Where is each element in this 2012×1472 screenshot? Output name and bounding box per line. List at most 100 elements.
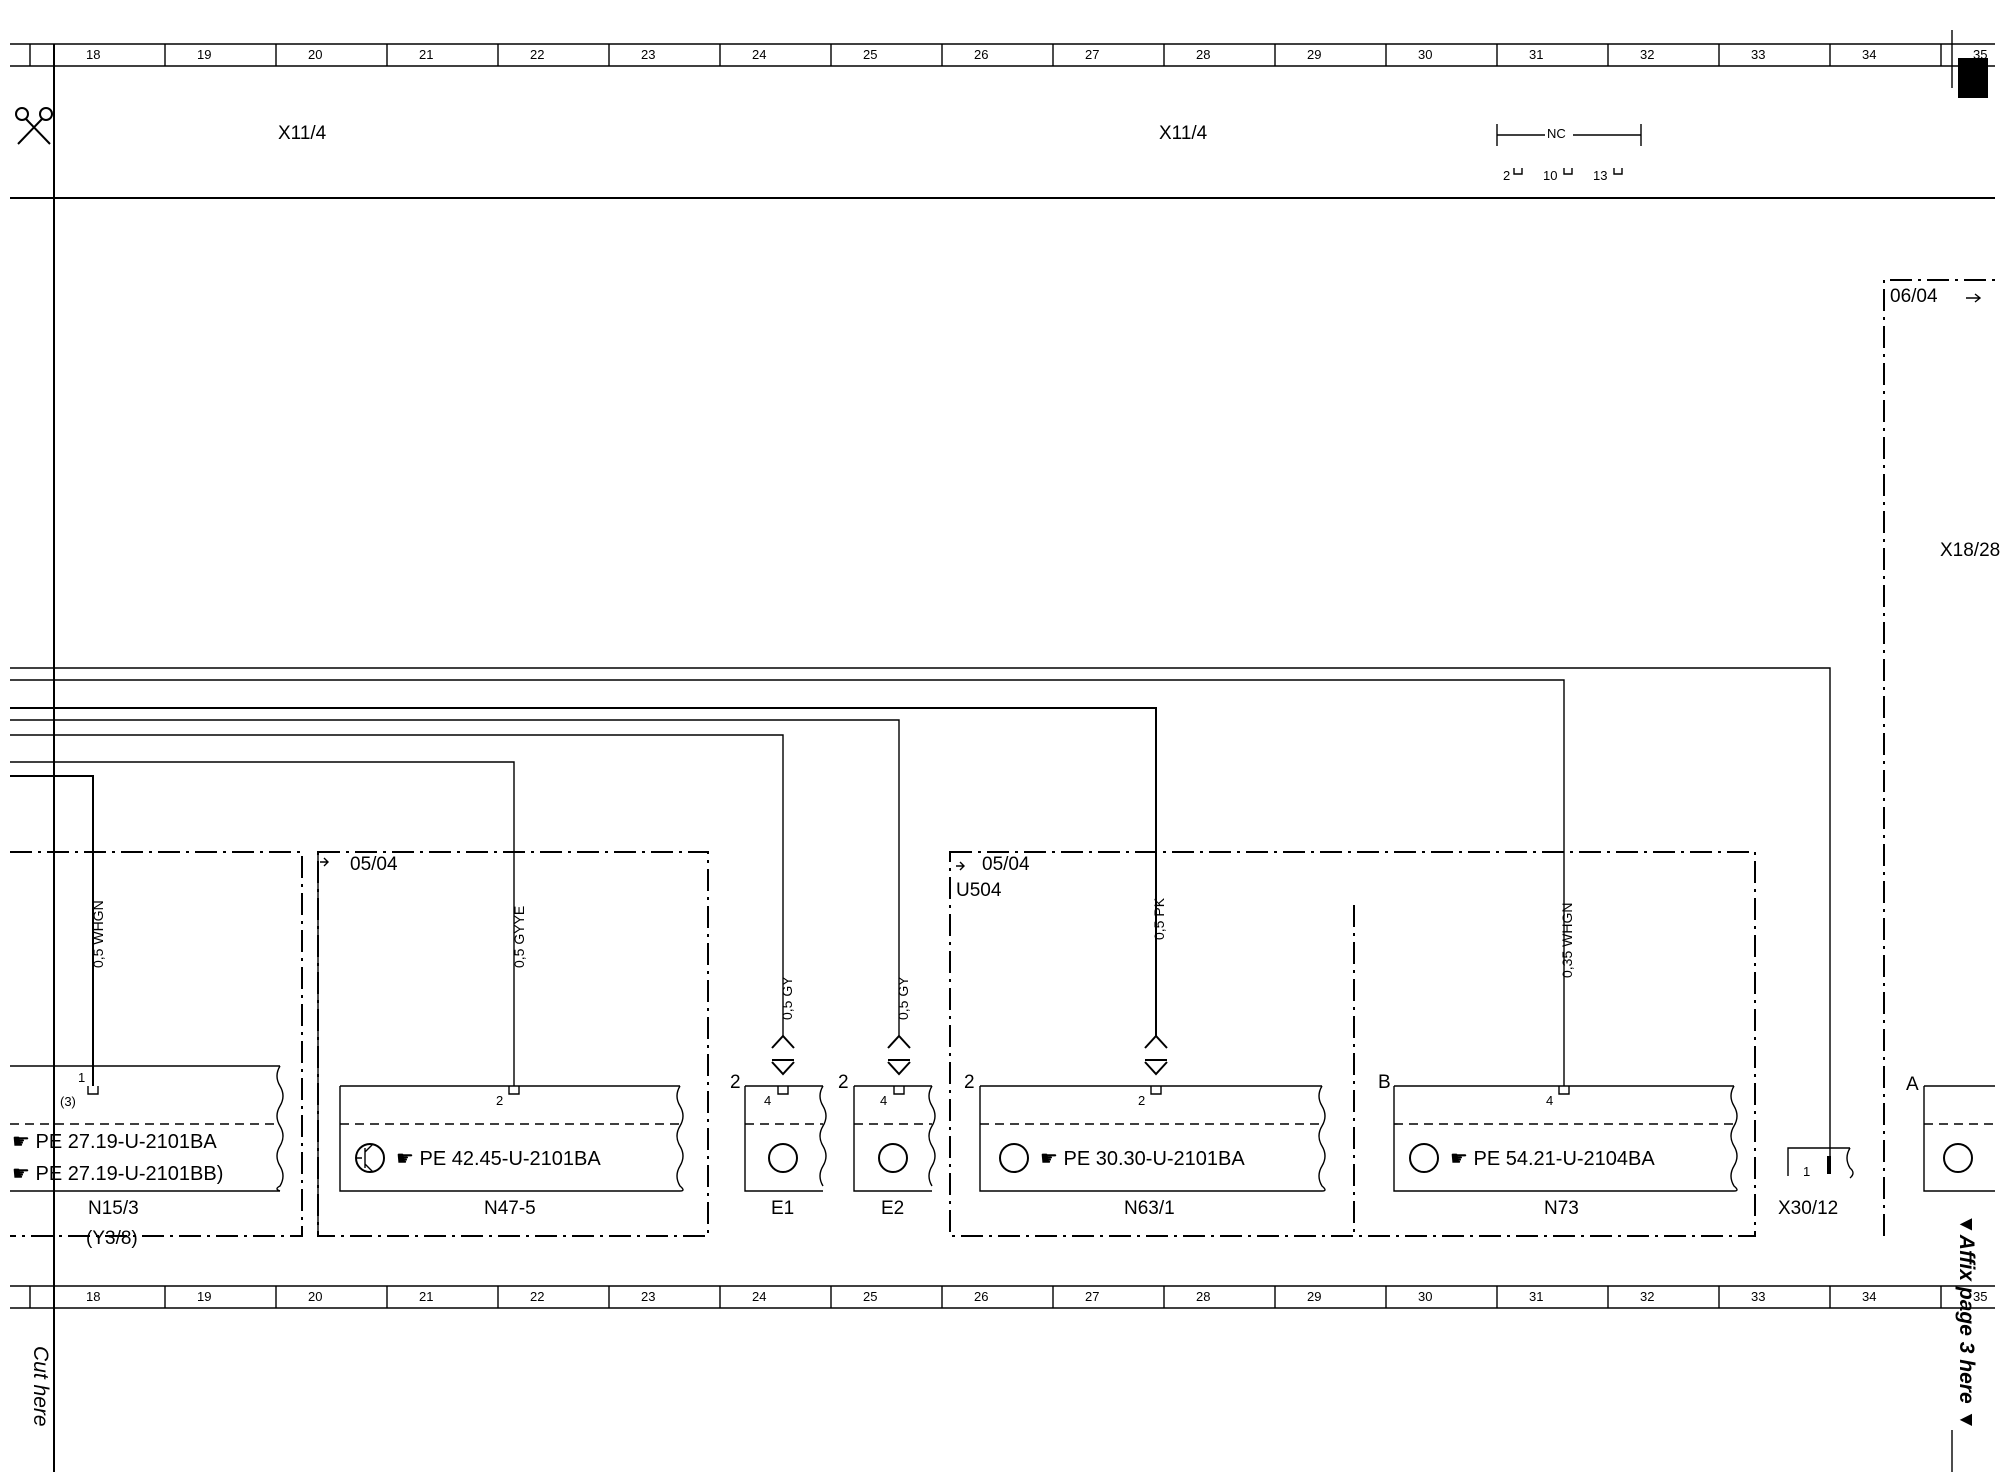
ruler-number: 34 <box>1862 47 1876 62</box>
e1-name: E1 <box>771 1198 794 1219</box>
sheet-ref-0604: 06/04 <box>1890 286 1938 307</box>
ruler-number: 21 <box>419 47 433 62</box>
n47-5-name: N47-5 <box>484 1198 536 1219</box>
affix-page-text: ▼Affix page 3 here ▼ <box>1955 1214 1978 1430</box>
connector-x30-12: 1 X30/12 <box>1778 1147 1854 1219</box>
n73-ref: ☛ PE 54.21-U-2104BA <box>1450 1148 1655 1170</box>
wire-bundle <box>10 667 1831 1166</box>
wire-label-6: 0,35 WHGN <box>1559 903 1575 978</box>
ruler-number: 25 <box>863 1289 877 1304</box>
e1-pin: 4 <box>764 1093 771 1108</box>
e2-side-pin: 2 <box>838 1072 849 1093</box>
ruler-number: 27 <box>1085 47 1099 62</box>
ruler-number: 19 <box>197 1289 211 1304</box>
e2-name: E2 <box>881 1198 904 1219</box>
n15-3-sub: (Y3/8) <box>86 1228 138 1249</box>
ruler-number: 33 <box>1751 1289 1765 1304</box>
n73-name: N73 <box>1544 1198 1579 1219</box>
ruler-number: 26 <box>974 1289 988 1304</box>
n15-3-pin: 1 <box>78 1070 85 1085</box>
ruler-number: 24 <box>752 1289 766 1304</box>
u504-label: U504 <box>956 880 1002 901</box>
right-comp-side-pin: A <box>1906 1074 1919 1095</box>
ruler-number: 31 <box>1529 47 1543 62</box>
n63-1-name: N63/1 <box>1124 1198 1175 1219</box>
ruler-number: 28 <box>1196 1289 1210 1304</box>
ruler-number: 30 <box>1418 47 1432 62</box>
bottom-ruler: 18 19 20 21 22 23 24 25 26 27 28 29 30 31 32 33 34 35 <box>10 1285 1995 1309</box>
ruler-number: 23 <box>641 1289 655 1304</box>
sheet-ref-0604-box: 06/04 <box>1883 279 1995 1236</box>
n47-5-pin: 2 <box>496 1093 503 1108</box>
nc-bracket: NC 2 10 13 <box>1496 124 1642 183</box>
ruler-number: 18 <box>86 1289 100 1304</box>
e2-transistor-icon <box>878 1143 908 1173</box>
ruler-number: 32 <box>1640 1289 1654 1304</box>
wire-label-1: 0,5 WHGN <box>90 900 106 968</box>
component-e2: 2 4 E2 0,5 GY <box>838 976 936 1219</box>
component-u504: 05/04 U504 2 2 ☛ PE 30.30-U-2101BA N63/1… <box>949 851 1756 1237</box>
nc-pin-10: 10 <box>1543 168 1557 183</box>
component-n47-5: 05/04 2 ☛ PE 42.45-U-2101BA N47-5 0,5 GY… <box>317 851 709 1237</box>
ruler-number: 23 <box>641 47 655 62</box>
connector-x11-4-right: X11/4 <box>1159 123 1208 144</box>
n15-3-name: N15/3 <box>88 1198 139 1219</box>
nc-pin-13: 13 <box>1593 168 1607 183</box>
scissors-icon <box>15 107 53 145</box>
ruler-number: 32 <box>1640 47 1654 62</box>
cut-here-text: Cut here <box>29 1346 52 1427</box>
ruler-number: 31 <box>1529 1289 1543 1304</box>
n73-side-pin: B <box>1378 1072 1391 1093</box>
n63-1-pin: 2 <box>1138 1093 1145 1108</box>
wire-label-4: 0,5 GY <box>895 976 911 1020</box>
n15-3-pin-alt: (3) <box>60 1094 76 1109</box>
n15-3-ref-1: ☛ PE 27.19-U-2101BA <box>12 1131 217 1153</box>
ruler-number: 18 <box>86 47 100 62</box>
component-n15-3: 1 (3) ☛ PE 27.19-U-2101BA ☛ PE 27.19-U-2… <box>10 851 303 1249</box>
right-comp-transistor-icon <box>1943 1143 1973 1173</box>
ruler-number: 28 <box>1196 47 1210 62</box>
e1-transistor-icon <box>768 1143 798 1173</box>
ruler-number: 27 <box>1085 1289 1099 1304</box>
x30-12-pin: 1 <box>1803 1164 1810 1179</box>
connector-x11-4-left: X11/4 <box>278 123 327 144</box>
ruler-number: 29 <box>1307 1289 1321 1304</box>
x30-12-name: X30/12 <box>1778 1198 1838 1219</box>
n47-5-ref: ☛ PE 42.45-U-2101BA <box>396 1148 601 1170</box>
wire-label-2: 0,5 GYYE <box>511 906 527 968</box>
ruler-number: 25 <box>863 47 877 62</box>
n63-1-transistor-icon <box>999 1143 1029 1173</box>
nc-label: NC <box>1547 126 1566 141</box>
ruler-number: 30 <box>1418 1289 1432 1304</box>
ruler-number: 34 <box>1862 1289 1876 1304</box>
n63-1-ref: ☛ PE 30.30-U-2101BA <box>1040 1148 1245 1170</box>
ruler-number: 22 <box>530 47 544 62</box>
n15-3-ref-2: ☛ PE 27.19-U-2101BB) <box>12 1163 223 1185</box>
ruler-number: 35 <box>1973 1289 1987 1304</box>
ruler-number: 33 <box>1751 47 1765 62</box>
sheet-ref-0504-a: 05/04 <box>350 854 398 875</box>
nc-pin-2: 2 <box>1503 168 1510 183</box>
connector-x18-28: X18/28 <box>1940 540 2000 561</box>
n73-transistor-icon <box>1409 1143 1439 1173</box>
component-e1: 2 4 E1 0,5 GY <box>730 976 827 1219</box>
wire-label-3: 0,5 GY <box>779 976 795 1020</box>
n73-pin: 4 <box>1546 1093 1553 1108</box>
ruler-number: 19 <box>197 47 211 62</box>
ruler-number: 22 <box>530 1289 544 1304</box>
ruler-number: 20 <box>308 1289 322 1304</box>
sheet-ref-0504-b: 05/04 <box>982 854 1030 875</box>
e1-side-pin: 2 <box>730 1072 741 1093</box>
ruler-number: 21 <box>419 1289 433 1304</box>
ruler-number: 20 <box>308 47 322 62</box>
wire-label-5: 0,5 PK <box>1151 897 1167 940</box>
ruler-number: 24 <box>752 47 766 62</box>
ruler-number: 26 <box>974 47 988 62</box>
n63-1-side-pin: 2 <box>964 1072 975 1093</box>
component-right-partial: A <box>1906 1074 1995 1192</box>
e2-pin: 4 <box>880 1093 887 1108</box>
register-block <box>1958 58 1988 98</box>
ruler-number: 29 <box>1307 47 1321 62</box>
